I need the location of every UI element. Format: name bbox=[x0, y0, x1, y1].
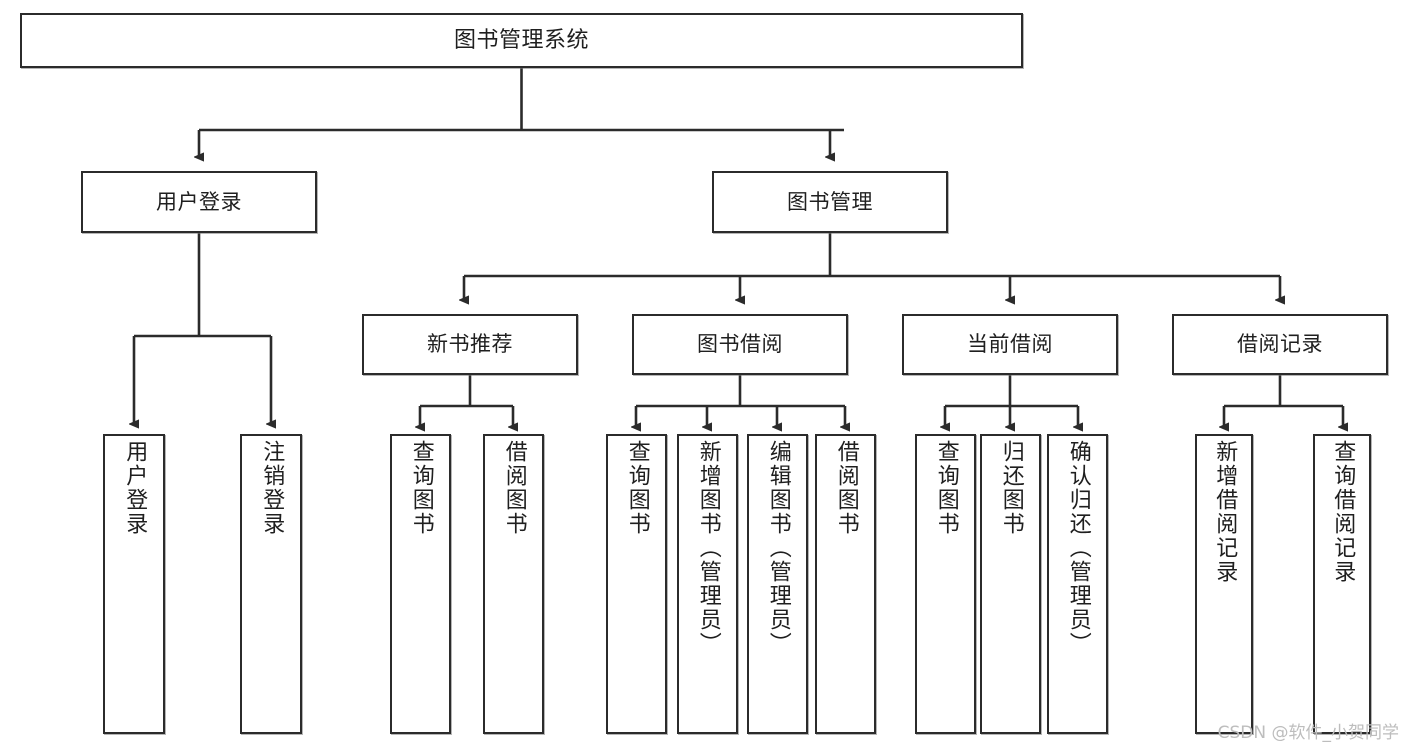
leaf-borrow-book-recommend[interactable]: 借阅图书 bbox=[483, 434, 544, 734]
leaf-user-login[interactable]: 用户登录 bbox=[103, 434, 165, 734]
node-label: 注销登录 bbox=[259, 440, 285, 536]
node-root-book-management-system[interactable]: 图书管理系统 bbox=[20, 13, 1023, 68]
node-label: 编辑图书（管理员） bbox=[765, 440, 791, 656]
leaf-query-book-borrow[interactable]: 查询图书 bbox=[606, 434, 667, 734]
leaf-add-book-admin[interactable]: 新增图书（管理员） bbox=[677, 434, 738, 734]
node-label: 新书推荐 bbox=[427, 332, 513, 357]
leaf-confirm-return-admin[interactable]: 确认归还（管理员） bbox=[1047, 434, 1108, 734]
node-label: 用户登录 bbox=[156, 189, 242, 214]
node-label: 用户登录 bbox=[122, 440, 148, 536]
leaf-borrow-book[interactable]: 借阅图书 bbox=[815, 434, 876, 734]
node-label: 图书借阅 bbox=[697, 332, 783, 357]
leaf-add-borrow-record[interactable]: 新增借阅记录 bbox=[1195, 434, 1253, 734]
node-label: 查询图书 bbox=[933, 440, 959, 536]
leaf-query-book-recommend[interactable]: 查询图书 bbox=[390, 434, 451, 734]
node-label: 查询图书 bbox=[624, 440, 650, 536]
node-label: 查询图书 bbox=[408, 440, 434, 536]
leaf-logout[interactable]: 注销登录 bbox=[240, 434, 302, 734]
leaf-return-book[interactable]: 归还图书 bbox=[980, 434, 1041, 734]
node-label: 借阅记录 bbox=[1237, 332, 1323, 357]
node-book-management[interactable]: 图书管理 bbox=[712, 171, 948, 233]
node-current-borrow[interactable]: 当前借阅 bbox=[902, 314, 1118, 375]
leaf-query-book-current[interactable]: 查询图书 bbox=[915, 434, 976, 734]
node-label: 确认归还（管理员） bbox=[1065, 440, 1091, 656]
node-label: 查询借阅记录 bbox=[1330, 440, 1356, 584]
node-label: 图书管理 bbox=[787, 189, 873, 214]
node-label: 归还图书 bbox=[998, 440, 1024, 536]
node-label: 图书管理系统 bbox=[453, 27, 589, 53]
node-label: 新增图书（管理员） bbox=[695, 440, 721, 656]
node-label: 借阅图书 bbox=[833, 440, 859, 536]
node-book-borrow[interactable]: 图书借阅 bbox=[632, 314, 848, 375]
node-borrow-record[interactable]: 借阅记录 bbox=[1172, 314, 1388, 375]
leaf-query-borrow-record[interactable]: 查询借阅记录 bbox=[1313, 434, 1371, 734]
node-user-login[interactable]: 用户登录 bbox=[81, 171, 317, 233]
node-label: 借阅图书 bbox=[501, 440, 527, 536]
node-new-book-recommend[interactable]: 新书推荐 bbox=[362, 314, 578, 375]
node-label: 新增借阅记录 bbox=[1212, 440, 1238, 584]
leaf-edit-book-admin[interactable]: 编辑图书（管理员） bbox=[747, 434, 808, 734]
csdn-watermark: CSDN @软件_小贺同学 bbox=[1217, 723, 1399, 743]
node-label: 当前借阅 bbox=[967, 332, 1053, 357]
